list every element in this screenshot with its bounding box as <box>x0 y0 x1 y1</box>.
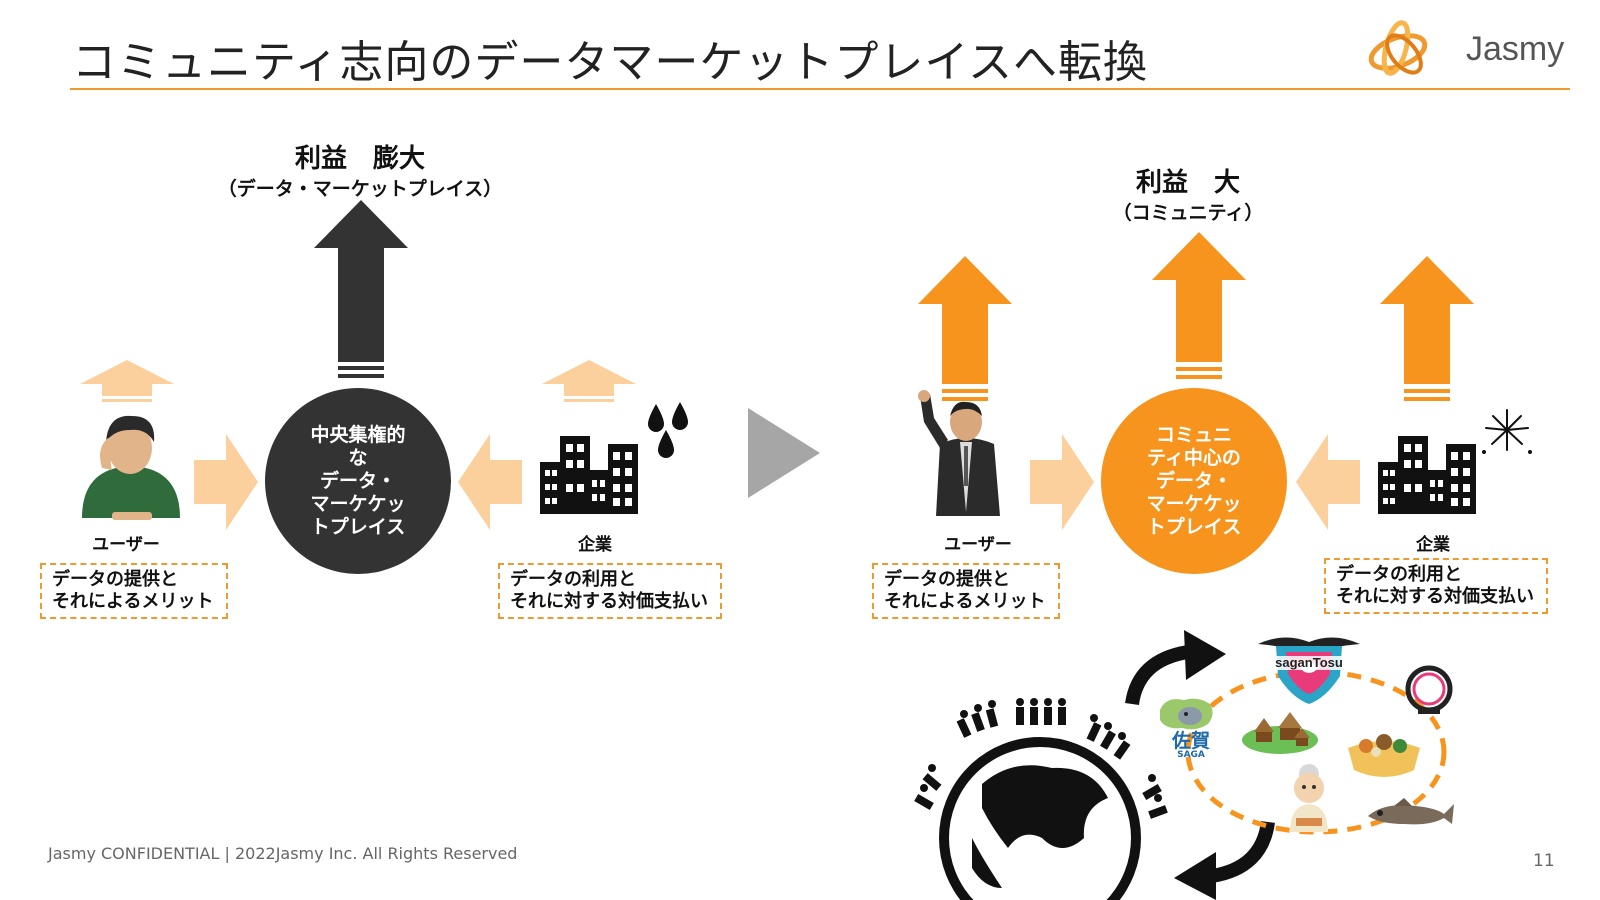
food-bowl-icon <box>1348 734 1420 777</box>
people-icon <box>914 698 1168 819</box>
community-profit-arrow <box>1152 232 1246 379</box>
globe-illustration <box>914 698 1168 900</box>
right-company-box: データの利用と それに対する対価支払い <box>1324 558 1548 614</box>
company-to-community-arrow <box>1296 434 1360 530</box>
right-user-box-line: データの提供と <box>884 569 1010 590</box>
village-icon <box>1242 712 1318 754</box>
community-marketplace-circle: コミュニ ティ中心の データ・ マーケケッ トプレイス <box>1101 388 1287 574</box>
right-user-label: ユーザー <box>944 535 1012 555</box>
central-marketplace-label: 中央集権的 な データ・ マーケケッ トプレイス <box>310 423 406 538</box>
company-small-up-arrow <box>542 360 636 402</box>
central-marketplace-circle: 中央集権的 な データ・ マーケケッ トプレイス <box>265 388 451 574</box>
happy-user-icon <box>918 390 1000 516</box>
saga-map-icon <box>1160 698 1213 730</box>
left-profit-title: 利益 膨大 <box>294 144 425 174</box>
page-title: コミュニティ志向のデータマーケットプレイスへ転換 <box>72 37 1149 88</box>
community-marketplace-label: コミュニ ティ中心の データ・ マーケケッ トプレイス <box>1146 423 1242 538</box>
left-company-box-line: それに対する対価支払い <box>510 591 708 612</box>
curved-arrow-icon <box>1174 820 1275 900</box>
left-company-box: データの利用と それに対する対価支払い <box>498 563 722 619</box>
large-profit-arrow <box>314 200 408 378</box>
right-user-box: データの提供と それによるメリット <box>872 563 1060 619</box>
building-icon <box>540 436 638 514</box>
water-drops-icon <box>648 402 688 458</box>
building-icon <box>1378 436 1476 514</box>
right-company-box-line: それに対する対価支払い <box>1336 586 1534 607</box>
company-profit-arrow <box>1380 256 1474 401</box>
curved-arrow-icon <box>1125 630 1226 706</box>
user-profit-arrow <box>918 256 1012 401</box>
transition-arrow <box>748 408 820 498</box>
stressed-user-icon <box>82 415 180 520</box>
right-company-box-line: データの利用と <box>1336 564 1462 585</box>
right-profit-title: 利益 大 <box>1135 168 1240 198</box>
saga-sub-label: SAGA <box>1177 750 1205 760</box>
company-to-center-arrow <box>458 434 522 530</box>
footer-copyright: Jasmy CONFIDENTIAL | 2022Jasmy Inc. All … <box>48 844 518 863</box>
team-crest-icon <box>1258 637 1360 704</box>
fish-icon <box>1368 798 1454 825</box>
left-user-label: ユーザー <box>92 535 160 555</box>
left-profit-subtitle: （データ・マーケットプレイス） <box>217 178 503 200</box>
fireworks-icon <box>1482 409 1532 454</box>
left-user-box-line: データの提供と <box>52 569 178 590</box>
team-name: saganTosu <box>1275 655 1343 670</box>
right-profit-subtitle: （コミュニティ） <box>1112 202 1264 224</box>
grandmother-icon <box>1290 764 1328 832</box>
logo-text: Jasmy <box>1466 30 1565 68</box>
left-user-box-line: それによるメリット <box>52 591 214 612</box>
page-number: 11 <box>1533 851 1555 871</box>
community-cycle <box>1185 669 1447 835</box>
jasmy-logo-icon <box>1368 20 1428 76</box>
saga-label: 佐賀 <box>1171 730 1210 752</box>
left-company-box-line: データの利用と <box>510 569 636 590</box>
title-divider <box>70 88 1570 90</box>
user-small-up-arrow <box>80 360 174 402</box>
right-company-label: 企業 <box>1416 535 1450 555</box>
user-to-center-arrow <box>194 434 258 530</box>
plate-icon <box>1405 665 1453 714</box>
left-user-box: データの提供と それによるメリット <box>40 563 228 619</box>
right-user-box-line: それによるメリット <box>884 591 1046 612</box>
user-to-community-arrow <box>1030 434 1094 530</box>
left-company-label: 企業 <box>578 535 612 555</box>
